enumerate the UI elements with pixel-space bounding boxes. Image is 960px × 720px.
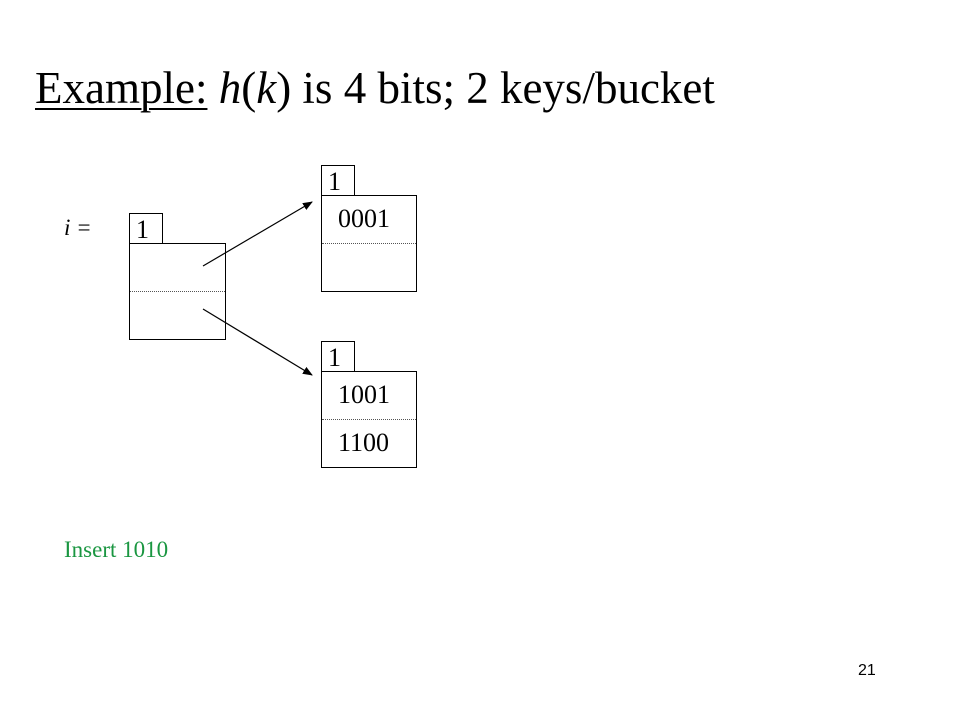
title-hash-function: h [218, 63, 242, 113]
pointer-arrow-0 [202, 201, 313, 267]
directory-divider [130, 291, 225, 292]
bucket-1-slot-2: 1100 [338, 428, 390, 457]
global-depth-label: i = [64, 215, 92, 240]
bucket-0-local-depth: 1 [321, 165, 355, 195]
bucket-1-slot-1: 1001 [322, 372, 416, 420]
title-open-paren: ( [241, 63, 257, 113]
bucket-0: 0001 [321, 195, 417, 292]
pointer-arrow-1 [202, 308, 313, 376]
global-depth-value: 1 [129, 213, 163, 243]
insert-instruction: Insert 1010 [64, 537, 169, 562]
page-number: 21 [858, 662, 876, 679]
title-prefix: Example: [35, 63, 208, 113]
title-key-variable: k [256, 63, 277, 113]
bucket-1-local-depth: 1 [321, 341, 355, 371]
title-rest: ) is 4 bits; 2 keys/bucket [276, 63, 715, 113]
bucket-0-slot-1: 0001 [322, 196, 416, 244]
directory-table [129, 243, 226, 340]
bucket-1: 1001 1100 [321, 371, 417, 468]
slide-title: Example: h(k) is 4 bits; 2 keys/bucket [35, 66, 715, 111]
